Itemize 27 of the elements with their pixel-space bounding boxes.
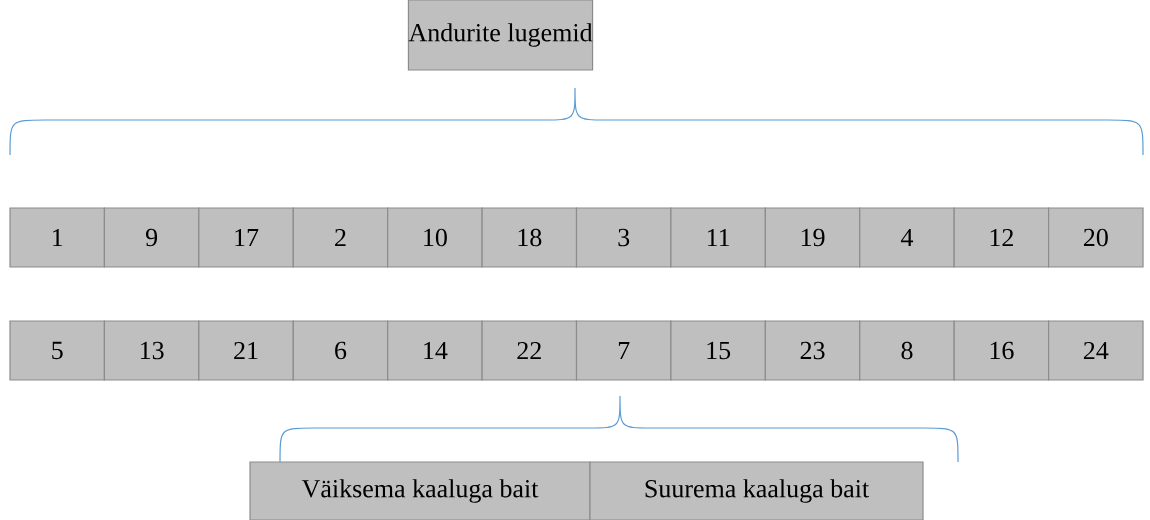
- number-cell: 12: [953, 207, 1050, 268]
- number-cell: 9: [103, 207, 200, 268]
- number-cell: 4: [859, 207, 955, 268]
- number-cell: 2: [292, 207, 389, 268]
- number-cell: 20: [1048, 207, 1144, 268]
- number-cell: 3: [575, 207, 672, 268]
- title-box: Andurite lugemid: [407, 0, 594, 71]
- number-cell: 23: [764, 320, 861, 381]
- number-cell: 5: [9, 320, 105, 381]
- number-cell: 18: [481, 207, 578, 268]
- number-cell: 19: [764, 207, 861, 268]
- byte-box: Väiksema kaaluga bait: [249, 461, 591, 520]
- number-cell: 7: [575, 320, 672, 381]
- number-cell: 22: [481, 320, 578, 381]
- number-cell: 13: [103, 320, 200, 381]
- number-cell: 24: [1048, 320, 1144, 381]
- number-cell: 16: [953, 320, 1050, 381]
- number-cell: 8: [859, 320, 955, 381]
- number-cell: 14: [387, 320, 483, 381]
- byte-box: Suurema kaaluga bait: [589, 461, 924, 520]
- number-cell: 11: [670, 207, 766, 268]
- number-cell: 17: [198, 207, 294, 268]
- number-cell: 15: [670, 320, 766, 381]
- number-cell: 6: [292, 320, 389, 381]
- number-cell: 21: [198, 320, 294, 381]
- number-cell: 10: [387, 207, 483, 268]
- number-cell: 1: [9, 207, 105, 268]
